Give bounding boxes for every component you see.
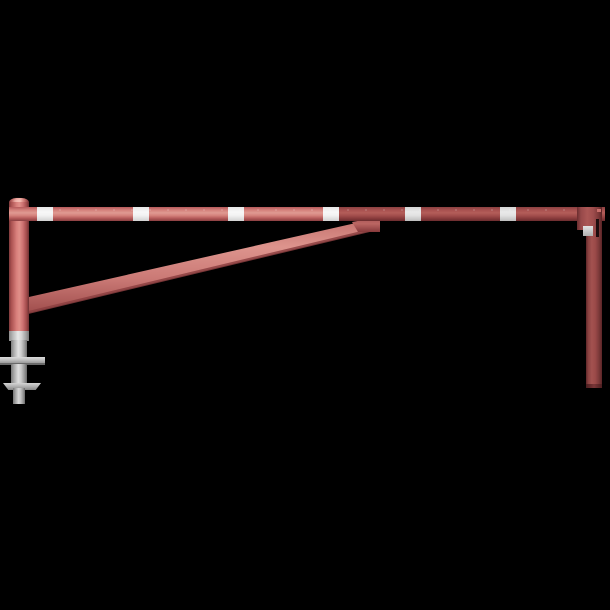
beam-rivet xyxy=(167,209,169,211)
beam-segment-red-2 xyxy=(53,207,133,221)
beam-rivet xyxy=(455,209,457,211)
beam-rivet xyxy=(275,209,277,211)
anchor-flange-top xyxy=(0,357,45,364)
beam-segment-white-7 xyxy=(323,207,339,221)
beam-rivet xyxy=(59,209,61,211)
beam-rivet xyxy=(365,209,367,211)
beam-rivet xyxy=(257,209,259,211)
beam-segment-white-9 xyxy=(405,207,421,221)
right-post-head xyxy=(577,207,602,230)
beam-rivet xyxy=(113,209,115,211)
beam-segment-white-5 xyxy=(228,207,244,221)
beam-segment-red-10 xyxy=(421,207,500,221)
brace-bar xyxy=(20,218,378,315)
anchor-ground-spike xyxy=(13,388,25,404)
beam-rivet xyxy=(221,209,223,211)
beam-rivet xyxy=(383,209,385,211)
beam-rivet xyxy=(347,209,349,211)
beam-rivet xyxy=(77,209,79,211)
beam-segment-red-8 xyxy=(339,207,405,221)
right-post-rivet xyxy=(597,209,601,212)
beam-rivet xyxy=(419,209,421,211)
beam-segment-white-1 xyxy=(37,207,53,221)
anchor-tube-upper xyxy=(11,340,27,360)
beam-rivet xyxy=(95,209,97,211)
beam-segment-red-4 xyxy=(149,207,228,221)
beam-rivet xyxy=(203,209,205,211)
right-receiver-post xyxy=(586,211,602,387)
beam-rivet xyxy=(239,209,241,211)
beam-rivet xyxy=(329,209,331,211)
beam-rivet xyxy=(437,209,439,211)
beam-segment-red-0 xyxy=(9,207,37,221)
anchor-flange-bottom xyxy=(3,383,41,390)
beam-rivet xyxy=(293,209,295,211)
left-pivot-post xyxy=(9,202,29,334)
beam-rivet xyxy=(473,209,475,211)
latch-receiver-plate xyxy=(583,226,593,236)
horizontal-barrier-beam xyxy=(9,207,605,221)
right-post-slot xyxy=(596,219,599,237)
beam-rivet xyxy=(509,209,511,211)
beam-segment-white-3 xyxy=(133,207,149,221)
beam-rivet xyxy=(401,209,403,211)
beam-rivet xyxy=(563,209,565,211)
left-post-cap-highlight xyxy=(13,199,22,203)
beam-segment-white-11 xyxy=(500,207,516,221)
anchor-collar xyxy=(9,331,29,341)
anchor-tube-lower xyxy=(11,364,27,386)
right-post-foot xyxy=(586,384,602,388)
beam-rivet xyxy=(131,209,133,211)
beam-rivet xyxy=(149,209,151,211)
beam-rivet xyxy=(185,209,187,211)
beam-rivet xyxy=(491,209,493,211)
beam-rivet xyxy=(527,209,529,211)
brace-underside xyxy=(20,227,378,316)
beam-rivet xyxy=(311,209,313,211)
beam-segment-red-6 xyxy=(244,207,323,221)
beam-rivet xyxy=(545,209,547,211)
